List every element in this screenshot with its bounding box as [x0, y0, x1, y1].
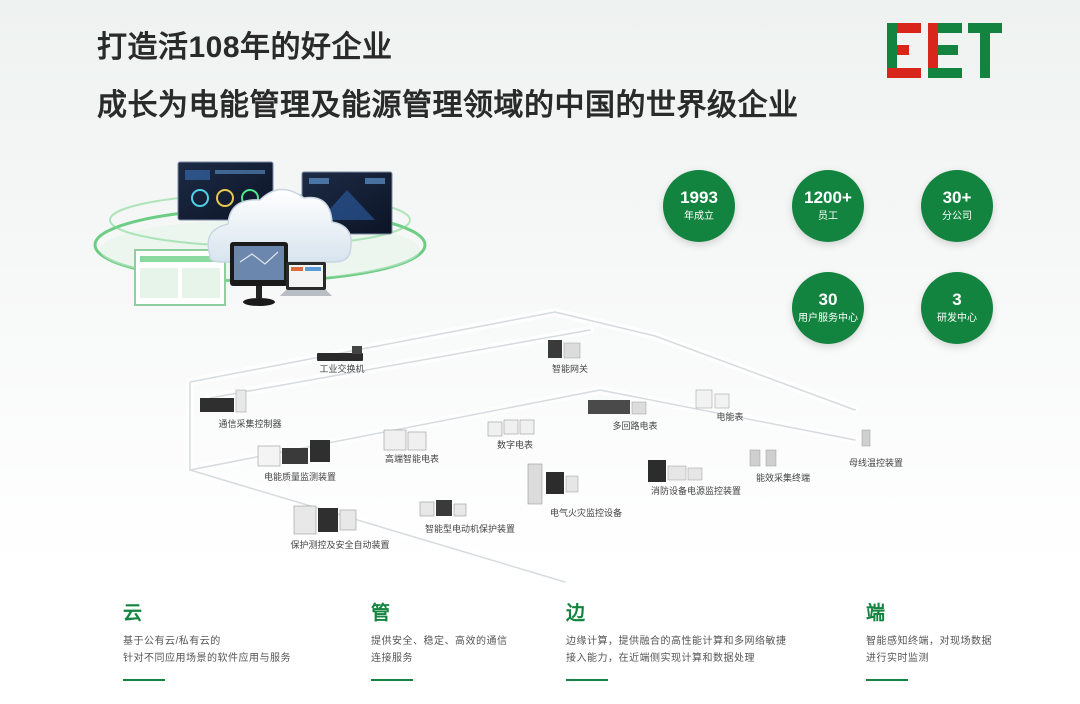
column-edge: 边 边缘计算，提供融合的高性能计算和多网络敏捷 接入能力，在近端侧实现计算和数据…	[566, 598, 816, 681]
high-end-meter-label: 高端智能电表	[385, 453, 439, 464]
column-terminal-line-2: 进行实时监测	[866, 653, 929, 664]
stat-service-centers-label: 用户服务中心	[798, 313, 858, 324]
column-cloud-line-2: 针对不同应用场景的软件应用与服务	[123, 653, 291, 664]
energy-meter: 电能表	[695, 389, 744, 422]
stat-service-centers-number: 30	[818, 290, 838, 309]
high-end-meter: 高端智能电表	[383, 429, 439, 464]
multi-circuit-meter: 多回路电表	[588, 400, 658, 431]
bus-temp-label: 母线温控装置	[849, 457, 903, 468]
protection-relay: 保护测控及安全自动装置	[290, 505, 390, 550]
cet-logo	[887, 23, 1002, 78]
column-cloud-desc: 基于公有云/私有云的 针对不同应用场景的软件应用与服务	[123, 633, 353, 667]
energy-terminal: 能效采集终端	[749, 449, 810, 483]
column-pipe-desc: 提供安全、稳定、高效的通信 连接服务	[371, 633, 551, 667]
multi-circuit-meter-label: 多回路电表	[612, 420, 657, 431]
monitor-icon	[230, 242, 288, 306]
stat-branches: 30+ 分公司	[921, 170, 993, 242]
column-pipe: 管 提供安全、稳定、高效的通信 连接服务	[371, 598, 551, 681]
column-pipe-line-2: 连接服务	[371, 653, 413, 664]
digital-meter: 数字电表	[487, 419, 535, 450]
stat-rd-centers-label: 研发中心	[937, 313, 977, 324]
column-cloud-line-1: 基于公有云/私有云的	[123, 636, 221, 647]
protection-relay-label: 保护测控及安全自动装置	[290, 539, 389, 550]
industrial-switch: 工业交换机	[317, 346, 365, 374]
stat-service-centers: 30 用户服务中心	[792, 272, 864, 344]
stat-founded-number: 1993	[680, 188, 718, 207]
column-pipe-line-1: 提供安全、稳定、高效的通信	[371, 636, 508, 647]
column-cloud: 云 基于公有云/私有云的 针对不同应用场景的软件应用与服务	[123, 598, 353, 681]
laptop-icon	[280, 262, 332, 296]
stat-employees-label: 员工	[818, 211, 838, 222]
fire-alarm-label: 电气火灾监控设备	[550, 507, 622, 518]
digital-meter-label: 数字电表	[497, 439, 533, 450]
stat-founded: 1993 年成立	[663, 170, 735, 242]
bus-temp-controller: 母线温控装置	[849, 429, 903, 468]
column-pipe-underline	[371, 679, 413, 681]
column-terminal-line-1: 智能感知终端，对现场数据	[866, 636, 992, 647]
fire-power-monitor: 消防设备电源监控装置	[648, 460, 741, 496]
column-cloud-underline	[123, 679, 165, 681]
power-quality-device: 电能质量监测装置	[257, 440, 336, 482]
column-cloud-title: 云	[123, 603, 143, 624]
stat-branches-label: 分公司	[942, 211, 972, 222]
headline-primary: 打造活108年的好企业	[97, 31, 393, 64]
column-edge-line-2: 接入能力，在近端侧实现计算和数据处理	[566, 653, 755, 664]
column-terminal-desc: 智能感知终端，对现场数据 进行实时监测	[866, 633, 1046, 667]
energy-terminal-label: 能效采集终端	[756, 472, 810, 483]
stat-branches-number: 30+	[942, 188, 972, 207]
headline-secondary: 成长为电能管理及能源管理领域的中国的世界级企业	[97, 89, 799, 122]
column-terminal-title: 端	[866, 603, 886, 624]
stat-rd-centers: 3 研发中心	[921, 272, 993, 344]
column-edge-underline	[566, 679, 608, 681]
comm-collector: 通信采集控制器	[200, 389, 282, 429]
column-pipe-title: 管	[371, 603, 391, 624]
comm-collector-label: 通信采集控制器	[218, 418, 281, 429]
stat-founded-label: 年成立	[684, 211, 714, 222]
column-edge-desc: 边缘计算，提供融合的高性能计算和多网络敏捷 接入能力，在近端侧实现计算和数据处理	[566, 633, 816, 667]
column-edge-title: 边	[566, 603, 586, 624]
motor-protection-device: 智能型电动机保护装置	[419, 500, 515, 534]
motor-protection-label: 智能型电动机保护装置	[425, 523, 515, 534]
energy-meter-label: 电能表	[716, 411, 743, 422]
smart-gateway: 智能网关	[548, 340, 588, 374]
stat-rd-centers-number: 3	[952, 290, 962, 309]
dashboard-screen-green	[134, 249, 226, 306]
smart-gateway-label: 智能网关	[552, 363, 588, 374]
stat-employees-number: 1200+	[804, 188, 852, 207]
power-quality-label: 电能质量监测装置	[264, 471, 336, 482]
industrial-switch-label: 工业交换机	[319, 363, 364, 374]
fire-power-label: 消防设备电源监控装置	[651, 485, 741, 496]
column-terminal-underline	[866, 679, 908, 681]
column-terminal: 端 智能感知终端，对现场数据 进行实时监测	[866, 598, 1046, 681]
network-diagram: 工业交换机 智能网关 通信采集控制器 电能表 多回路电表 数字电表 高端智能电表…	[93, 161, 903, 586]
column-edge-line-1: 边缘计算，提供融合的高性能计算和多网络敏捷	[566, 636, 787, 647]
stat-employees: 1200+ 员工	[792, 170, 864, 242]
fire-alarm-device: 电气火灾监控设备	[527, 463, 622, 518]
